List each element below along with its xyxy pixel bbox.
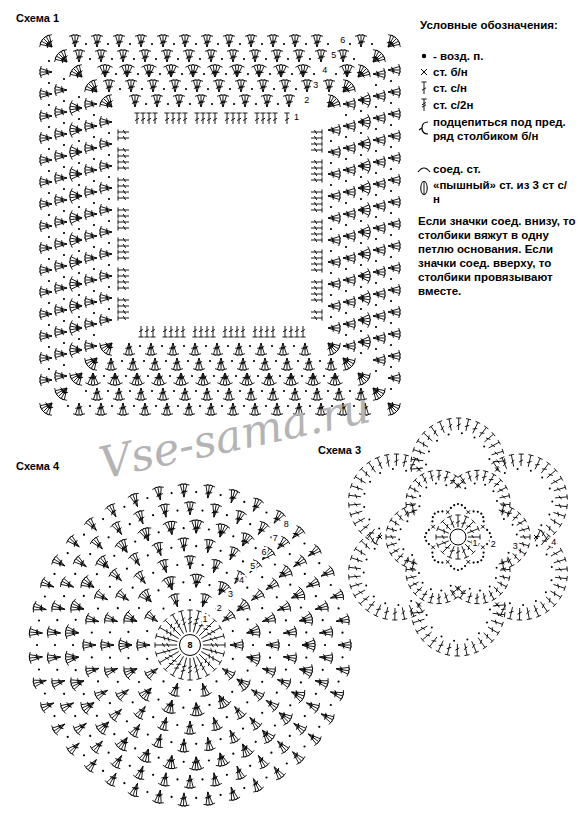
legend-text: ст. б/н (433, 65, 573, 79)
scheme-title: Схема 3 (318, 444, 361, 456)
legend-text: - возд. п. (433, 49, 573, 63)
row-number: 6 (260, 547, 267, 557)
row-number: 1 (471, 538, 478, 548)
row-number: 2 (303, 95, 310, 105)
row-number: 8 (283, 519, 290, 529)
row-number: 2 (490, 539, 497, 549)
row-number: 2 (216, 603, 223, 613)
row-number: 3 (512, 541, 519, 551)
row-number: 4 (550, 537, 557, 547)
legend-text: «пышный» ст. из 3 ст с/н (433, 178, 573, 206)
scheme-title: Схема 4 (16, 460, 59, 472)
row-number: 4 (238, 575, 245, 585)
row-number: 3 (227, 589, 234, 599)
row-number: 6 (339, 35, 346, 45)
legend-text: подцепиться под пред. ряд столбиком б/н (433, 115, 573, 143)
chain-dots (36, 43, 553, 799)
legend-text: соед. ст. (433, 162, 573, 176)
watermark: Vse-sama.ru (95, 381, 375, 488)
legend-text: ст. с/н (433, 81, 573, 95)
hook-symbol (419, 122, 428, 134)
row-number: 5 (330, 50, 337, 60)
scheme-title: Схема 1 (16, 12, 59, 24)
stitch-symbols (29, 35, 567, 806)
row-number: 4 (321, 65, 328, 75)
row-number: 3 (312, 80, 319, 90)
legend-note: Если значки соед. внизу, то столбики вяж… (418, 214, 576, 298)
legend-heading: Условные обозначения: (420, 18, 575, 32)
ring-count: 8 (187, 640, 192, 650)
row-number: 1 (293, 112, 300, 122)
slip-stitch-symbol (418, 168, 430, 172)
center-ring: 8 (179, 634, 201, 656)
center-ring (450, 529, 466, 545)
single-crochet-marks (378, 69, 538, 607)
row-number: 5 (249, 561, 256, 571)
row-number: 1 (201, 614, 208, 624)
row-number: 7 (272, 533, 279, 543)
legend-text: ст. с/2н (433, 98, 573, 112)
